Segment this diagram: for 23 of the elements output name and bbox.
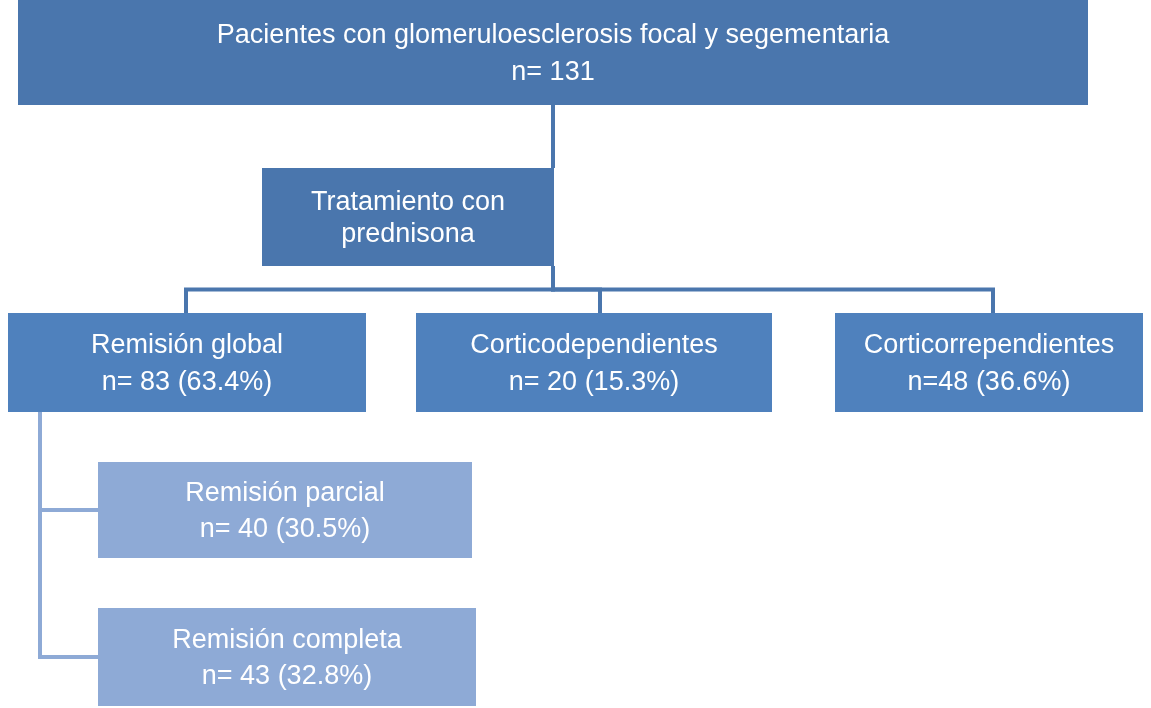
connector-line	[38, 412, 98, 659]
box-text: Pacientes con glomeruloesclerosis focal y segementaria	[216, 18, 890, 51]
process-box	[8, 313, 366, 412]
box-text: n= 40 (30.5%)	[199, 512, 371, 545]
box-text: Tratamiento con prednisona	[309, 184, 507, 250]
box-text: n= 131	[511, 54, 595, 87]
box-text: n= 20 (15.3%)	[508, 364, 680, 397]
box-text: Corticorrependientes	[863, 328, 1115, 361]
box-text: Remisión global	[90, 328, 284, 361]
connector-line	[551, 105, 555, 168]
connector-line	[551, 266, 995, 313]
process-box	[98, 462, 472, 558]
box-text: Corticodependientes	[470, 328, 718, 361]
process-box	[262, 168, 554, 266]
box-text: n= 83 (63.4%)	[101, 364, 273, 397]
process-box	[18, 0, 1088, 105]
process-box	[98, 608, 476, 706]
process-box	[416, 313, 772, 412]
box-text: n= 43 (32.8%)	[201, 659, 373, 692]
box-text: Remisión completa	[172, 622, 402, 655]
process-box	[835, 313, 1143, 412]
box-text: Remisión parcial	[185, 475, 385, 508]
box-text: n=48 (36.6%)	[907, 364, 1071, 397]
